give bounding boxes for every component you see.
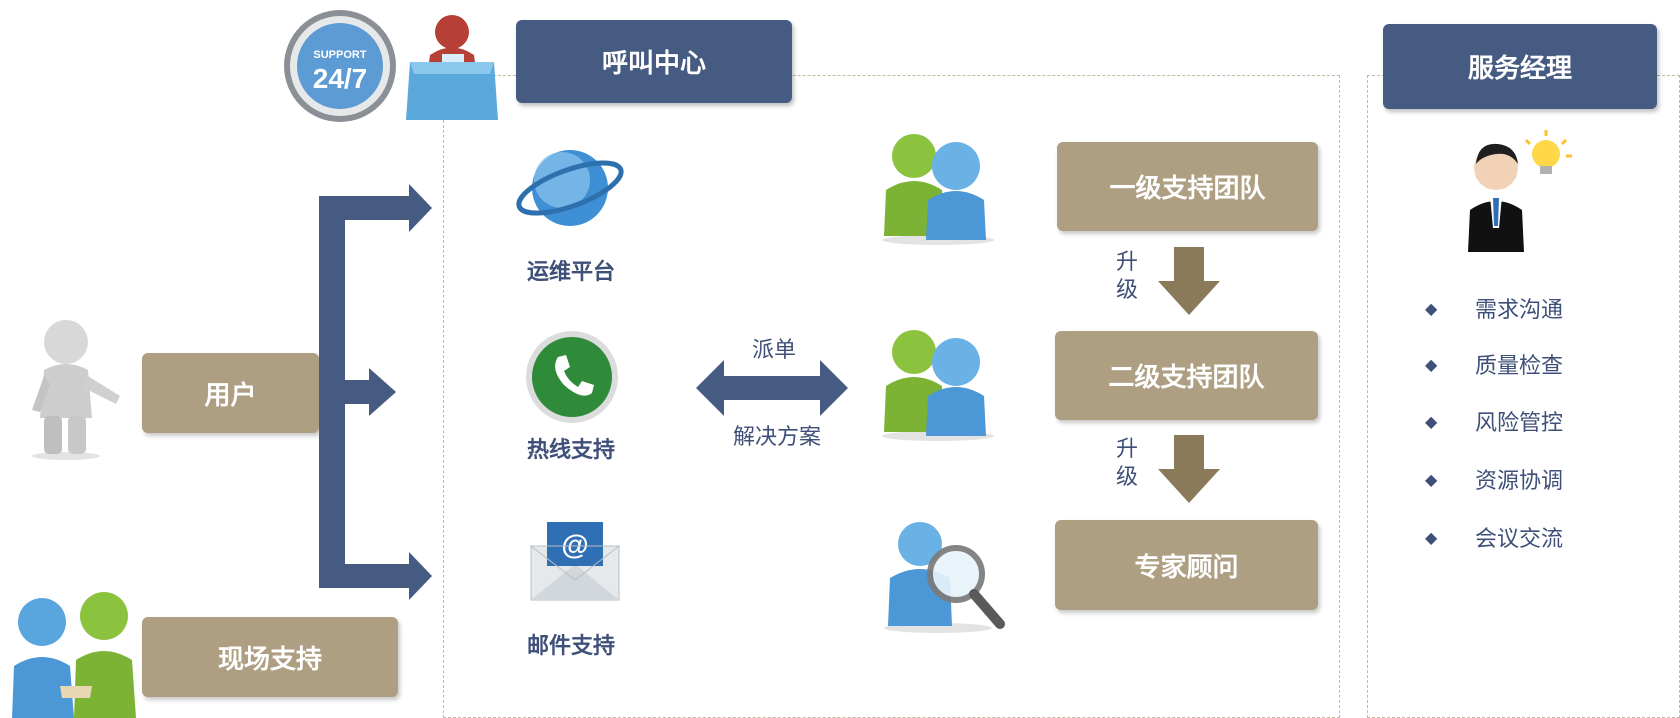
- diamond-bullet-icon: ◆: [1425, 469, 1438, 489]
- email-icon: @: [529, 522, 621, 601]
- solution-label: 解决方案: [733, 425, 822, 450]
- duty-text: 质量检查: [1475, 354, 1564, 379]
- user-box: 用户: [142, 353, 319, 433]
- escalate-arrow-1: [1158, 247, 1220, 315]
- duty-text: 资源协调: [1475, 469, 1564, 494]
- duty-text: 会议交流: [1475, 527, 1564, 552]
- expert-search-icon: [884, 522, 1005, 633]
- user-figure-icon: [32, 320, 120, 460]
- diamond-bullet-icon: ◆: [1425, 298, 1438, 318]
- channel-label-email: 邮件支持: [526, 634, 615, 659]
- escalate-char1-a: 升: [1115, 250, 1138, 275]
- duty-text: 需求沟通: [1475, 298, 1564, 323]
- channel-label-platform: 运维平台: [526, 260, 615, 285]
- duty-text: 风险管控: [1475, 411, 1564, 436]
- escalate-char2-b: 级: [1115, 465, 1138, 490]
- onsite-support-box: 现场支持: [142, 617, 398, 697]
- level2-team-box: 二级支持团队: [1055, 331, 1318, 420]
- escalate-char1-b: 升: [1115, 437, 1138, 462]
- support-247-icon: SUPPORT 24/7: [284, 10, 396, 122]
- duty-item: ◆ 需求沟通: [1425, 292, 1563, 324]
- escalate-char2-a: 级: [1115, 278, 1138, 303]
- duty-item: ◆ 会议交流: [1425, 521, 1563, 553]
- team-icon-level1: [882, 134, 994, 245]
- globe-icon: [516, 150, 624, 226]
- svg-text:@: @: [561, 529, 588, 560]
- escalate-arrow-2: [1158, 435, 1220, 503]
- service-manager-title: 服务经理: [1383, 24, 1657, 109]
- expert-consultant-box: 专家顾问: [1055, 520, 1318, 610]
- phone-icon: [526, 331, 618, 423]
- channel-label-hotline: 热线支持: [526, 438, 615, 463]
- svg-text:SUPPORT: SUPPORT: [313, 49, 366, 61]
- manager-idea-icon: [1468, 130, 1572, 252]
- svg-text:24/7: 24/7: [313, 63, 368, 94]
- level1-team-box: 一级支持团队: [1057, 142, 1318, 231]
- operator-icon: [406, 15, 498, 120]
- diamond-bullet-icon: ◆: [1425, 527, 1438, 547]
- onsite-people-icon: [12, 592, 136, 718]
- duty-item: ◆ 质量检查: [1425, 348, 1563, 380]
- call-center-title: 呼叫中心: [516, 20, 792, 103]
- diamond-bullet-icon: ◆: [1425, 411, 1438, 431]
- dispatch-label: 派单: [752, 338, 797, 363]
- bidirectional-arrow: [696, 360, 848, 416]
- duty-item: ◆ 风险管控: [1425, 405, 1563, 437]
- diamond-bullet-icon: ◆: [1425, 354, 1438, 374]
- duty-item: ◆ 资源协调: [1425, 463, 1563, 495]
- team-icon-level2: [882, 330, 994, 441]
